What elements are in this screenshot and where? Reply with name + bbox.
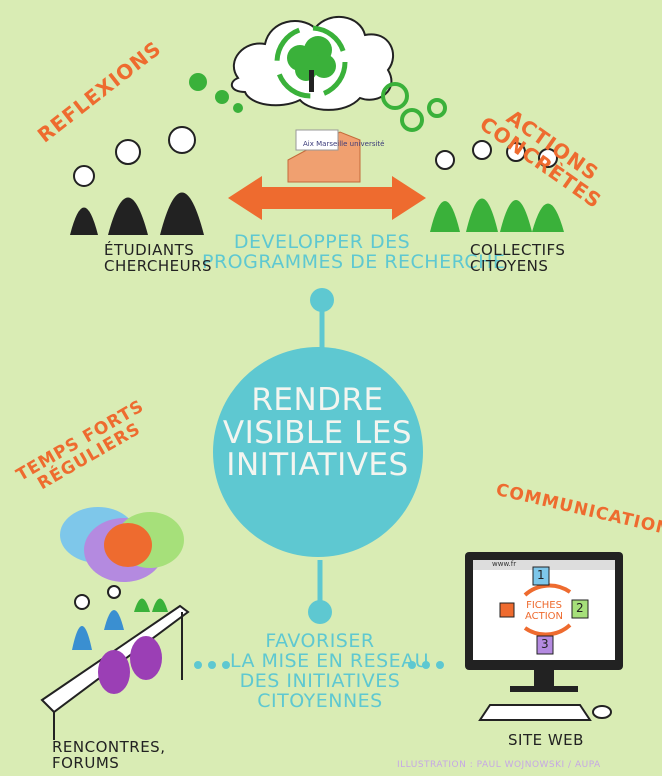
citizens-figures [430,198,564,232]
illustration-credit: ILLUSTRATION : PAUL WOJNOWSKI / AUPA [397,760,601,770]
center-line-3: INITIATIVES [226,447,409,484]
meeting-people [72,585,168,694]
university-logo: Aix Marseille université [303,140,384,148]
fiche-number-2: 2 [576,601,584,615]
bottom-connection-line-3: DES INITIATIVES [239,669,401,692]
bottom-connection-line-1: FAVORISER [265,630,375,652]
fiches-line-1: FICHES [526,600,562,611]
bottom-connection-line-2: LA MISE EN RESEAU [230,649,430,672]
events-label: RENCONTRES, FORUMS [52,738,166,772]
double-arrow [228,176,426,220]
researchers-line-1: ÉTUDIANTS [104,241,195,259]
fiches-action-label: FICHES ACTION [522,600,566,622]
speech-bubbles [60,507,184,582]
center-line-2: VISIBLE LES [222,414,413,451]
university-building [287,129,361,183]
logo-line-1: Aix [303,140,314,148]
site-url: www.fr [492,560,517,568]
fiche-number-3: 3 [541,637,549,651]
cycle-arrows-icon [274,25,348,99]
citizens-label: COLLECTIFS CITOYENS [470,241,566,275]
dotted-connector-left [194,661,230,669]
center-title: RENDRE VISIBLE LES INITIATIVES [205,384,430,482]
events-line-1: RENCONTRES, [52,738,166,756]
fiches-cycle-arrows [523,583,572,637]
dotted-connector-right [408,661,444,669]
citizens-heads [435,140,558,170]
fiches-line-2: ACTION [524,610,564,622]
green-blobs [189,73,243,113]
top-connection-line-1: DEVELOPPER DES [233,231,411,253]
logo-line-2: Marseille [316,140,348,148]
researchers-line-2: CHERCHEURS [104,256,213,275]
center-line-1: RENDRE [251,382,384,418]
top-connection-label: DEVELOPPER DES PROGRAMMES DE RECHERCHE [202,231,506,273]
top-connection-line-2: PROGRAMMES DE RECHERCHE [202,250,506,273]
gears-icon [381,82,447,132]
bottom-knob [308,600,332,624]
fiche-number-1: 1 [537,568,545,582]
researchers-label: ÉTUDIANTS CHERCHEURS [104,241,213,275]
top-knob [310,288,334,312]
researchers-figures [70,126,204,235]
events-line-2: FORUMS [52,753,120,772]
logo-line-3: université [349,140,385,148]
citizens-line-1: COLLECTIFS [470,241,566,259]
tree-icon [287,36,336,92]
bottom-connection-line-4: CITOYENNES [257,689,383,712]
center-circle [213,347,423,557]
computer-monitor [465,552,623,692]
site-web-label: SITE WEB [508,731,584,749]
fiches-boxes [499,566,589,655]
bottom-connection-label: FAVORISER LA MISE EN RESEAU DES INITIATI… [230,630,430,712]
citizens-line-2: CITOYENS [470,256,549,275]
keyboard [478,704,612,721]
